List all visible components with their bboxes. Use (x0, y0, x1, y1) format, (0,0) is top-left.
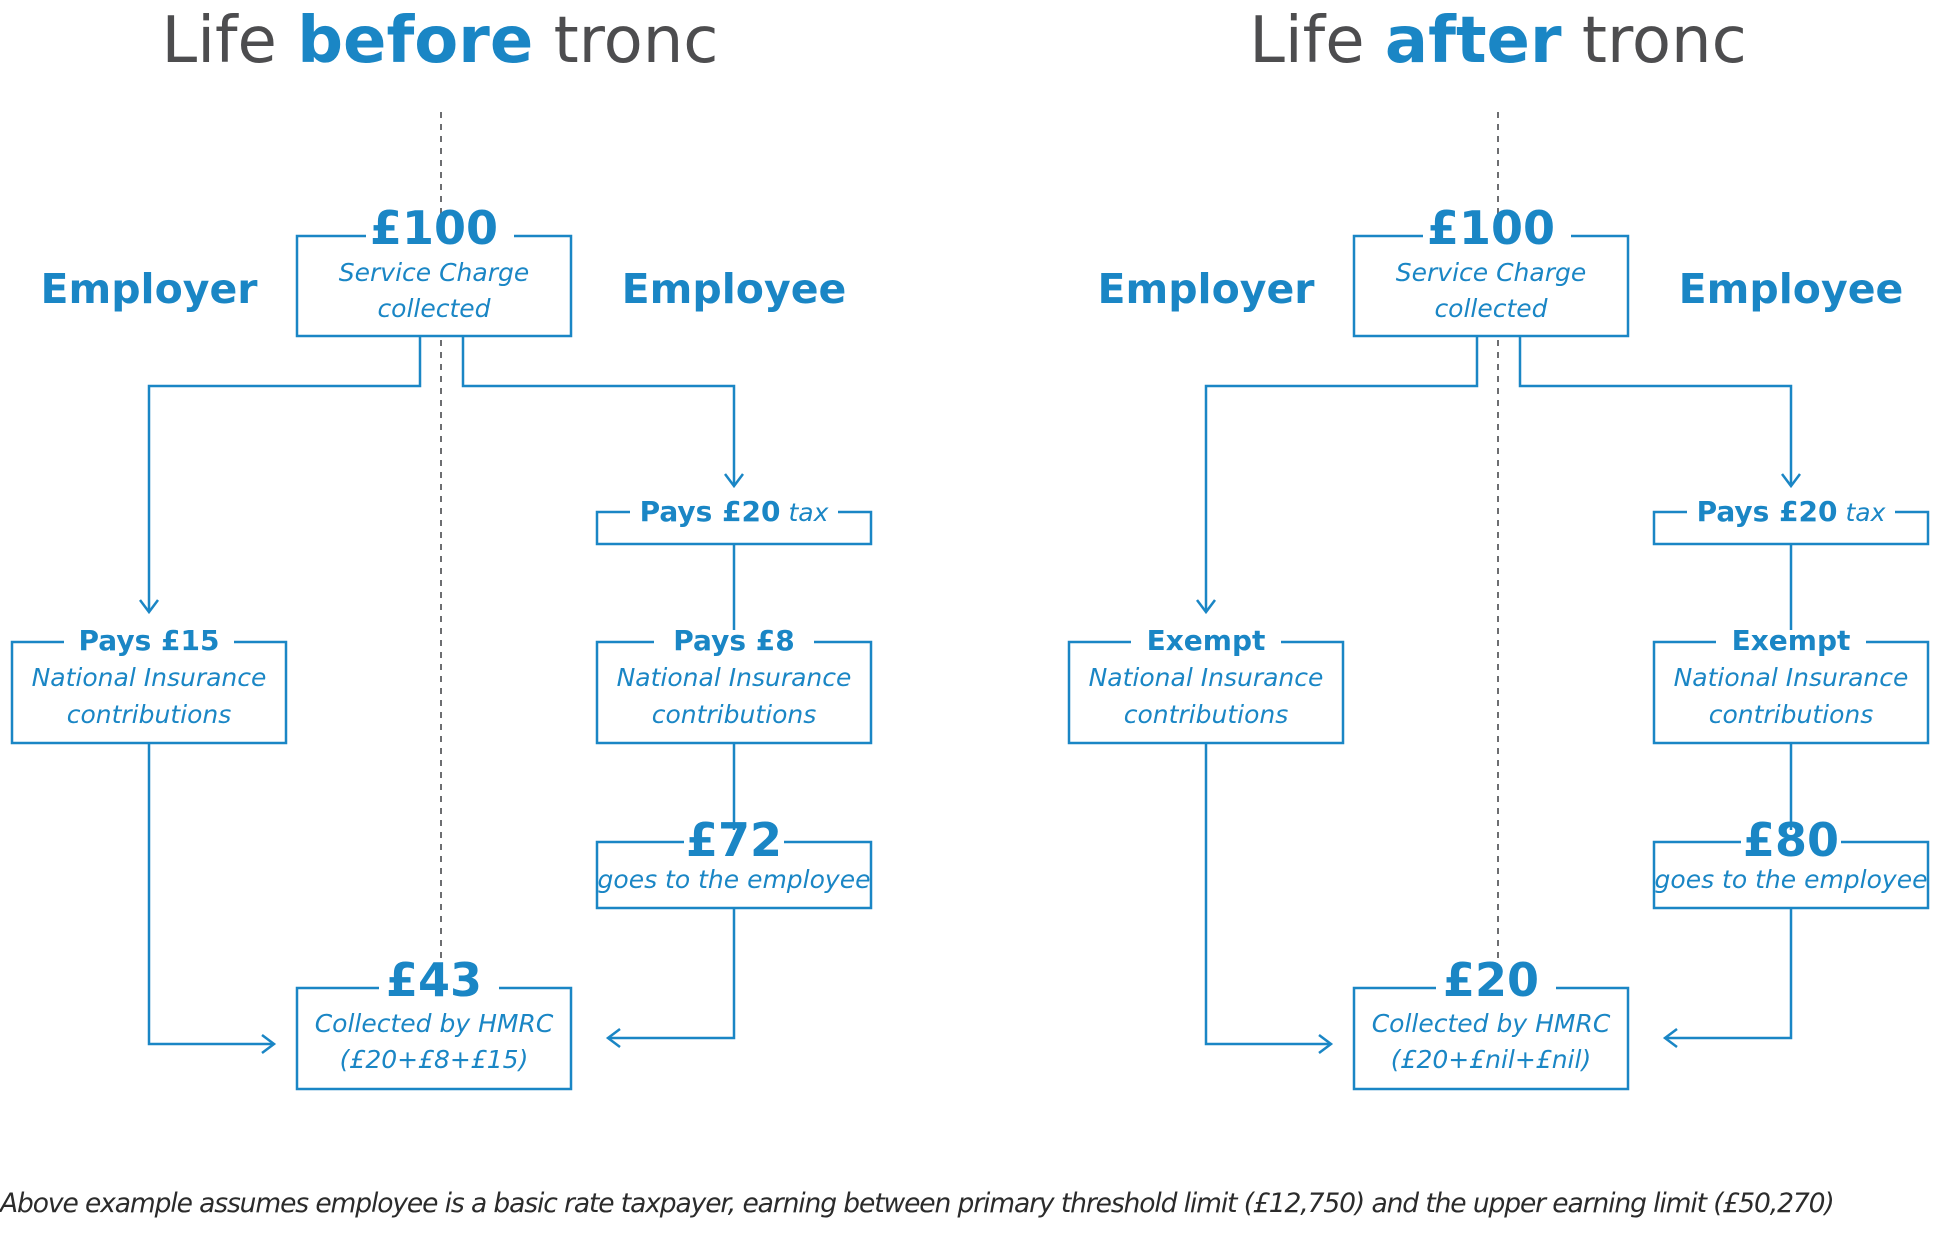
employee-gets-line1: goes to the employee (598, 865, 871, 894)
tax-label: Pays £20 tax (1697, 495, 1886, 528)
title-bold: before (297, 4, 533, 78)
arrowhead (1318, 1034, 1334, 1054)
hmrc-amount: £20 (1443, 953, 1539, 1007)
employer-ni-line1: National Insurance (1089, 663, 1324, 692)
service-charge-amount: £100 (370, 201, 498, 255)
connector-employer-to-hmrc (147, 743, 272, 1046)
employee-ni-head: Exempt (1732, 624, 1851, 657)
employer-ni-line2: contributions (67, 700, 232, 729)
employee-gets-amount: £80 (1743, 813, 1839, 867)
connector-gets-to-hmrc (610, 908, 736, 1040)
employer-label: Employer (1097, 265, 1315, 313)
connector-to-employer-ni (147, 336, 422, 610)
connector-to-employer-ni (1204, 336, 1479, 610)
hmrc-line1: Collected by HMRC (1372, 1009, 1611, 1038)
employee-ni-line1: National Insurance (1674, 663, 1909, 692)
service-charge-line1: Service Charge (339, 258, 530, 287)
connector-gets-to-hmrc (1667, 908, 1793, 1040)
employee-label: Employee (1679, 265, 1904, 313)
arrowhead (1196, 599, 1216, 615)
hmrc-line2: (£20+£nil+£nil) (1391, 1045, 1591, 1074)
service-charge-line1: Service Charge (1396, 258, 1587, 287)
arrowhead (1662, 1028, 1678, 1048)
arrowhead (605, 1028, 621, 1048)
employee-label: Employee (622, 265, 847, 313)
service-charge-line2: collected (1434, 294, 1547, 323)
panel-title: Life before tronc (162, 4, 719, 78)
connector-to-tax (461, 336, 736, 484)
employee-ni-line2: contributions (652, 700, 817, 729)
employer-ni-line1: National Insurance (32, 663, 267, 692)
employee-ni-line2: contributions (1709, 700, 1874, 729)
service-charge-line2: collected (377, 294, 490, 323)
panel-after: Life after tronc Employer Employee £100 … (1067, 4, 1930, 1091)
hmrc-box (1352, 986, 1630, 1091)
footnote: Above example assumes employee is a basi… (0, 1188, 1835, 1219)
hmrc-amount: £43 (386, 953, 482, 1007)
title-pre: Life (1249, 4, 1385, 78)
arrowhead (1781, 473, 1801, 489)
panel-title: Life after tronc (1249, 4, 1747, 78)
title-post: tronc (1562, 4, 1747, 78)
connector-employer-to-hmrc (1204, 743, 1329, 1046)
service-charge-amount: £100 (1427, 201, 1555, 255)
connector-to-tax (1518, 336, 1793, 484)
employer-ni-box (10, 640, 288, 745)
arrowhead (261, 1034, 277, 1054)
hmrc-line2: (£20+£8+£15) (340, 1045, 529, 1074)
employee-gets-line1: goes to the employee (1655, 865, 1928, 894)
panel-before: Life before tronc Employer Employee £100… (10, 4, 873, 1091)
employer-ni-line2: contributions (1124, 700, 1289, 729)
tax-label: Pays £20 tax (640, 495, 829, 528)
employer-ni-box (1067, 640, 1345, 745)
employee-ni-head: Pays £8 (673, 624, 794, 657)
arrowhead (139, 599, 159, 615)
service-charge-box (1352, 234, 1630, 338)
service-charge-box (295, 234, 573, 338)
title-pre: Life (162, 4, 298, 78)
employee-ni-box (1652, 640, 1930, 745)
employee-ni-box (595, 640, 873, 745)
employee-gets-box (595, 840, 873, 910)
hmrc-line1: Collected by HMRC (315, 1009, 554, 1038)
employee-ni-line1: National Insurance (617, 663, 852, 692)
title-post: tronc (533, 4, 718, 78)
employer-ni-head: Exempt (1147, 624, 1266, 657)
title-bold: after (1385, 4, 1562, 78)
employer-label: Employer (40, 265, 258, 313)
employee-gets-amount: £72 (686, 813, 782, 867)
employer-ni-head: Pays £15 (79, 624, 220, 657)
arrowhead (724, 473, 744, 489)
